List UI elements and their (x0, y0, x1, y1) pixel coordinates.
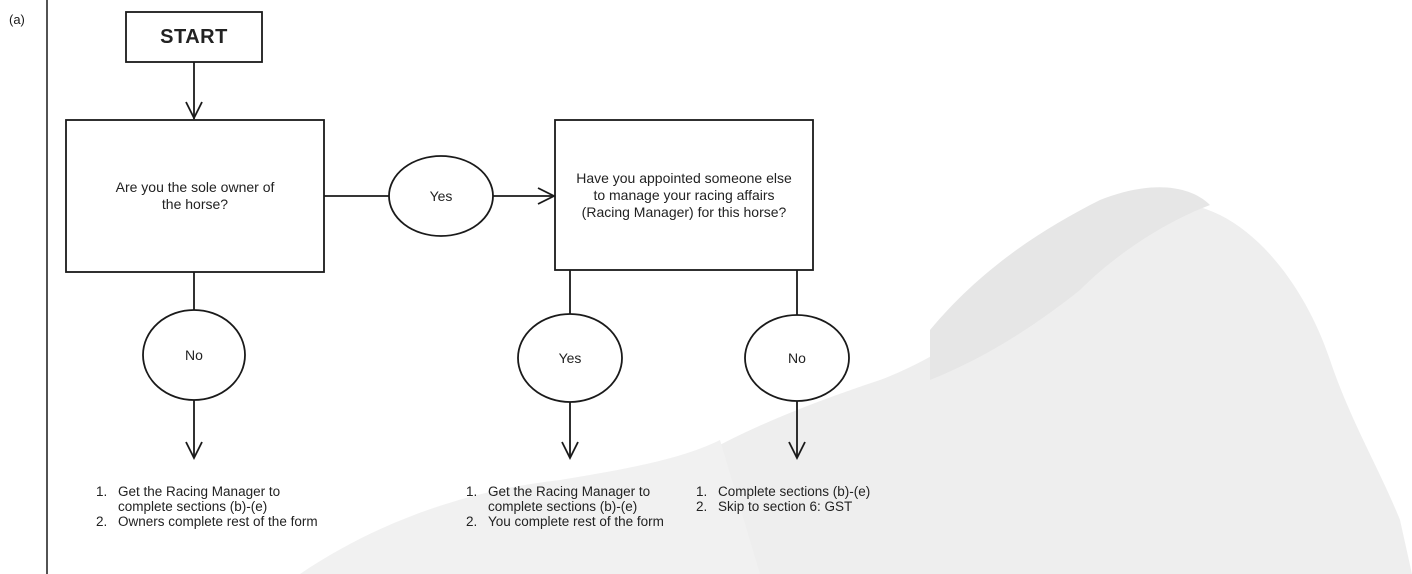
list-item-text: Skip to section 6: GST (718, 499, 853, 514)
question2-text: Have you appointed someone else to manag… (576, 169, 792, 220)
list-item-text: Get the Racing Manager to complete secti… (118, 484, 281, 514)
question1-text: Are you the sole owner of the horse? (115, 179, 275, 212)
arrowhead-icon (185, 101, 203, 121)
list-item: 2. You complete rest of the form (466, 514, 696, 529)
list-item: 1. Complete sections (b)-(e) (696, 484, 926, 499)
list-item-number: 2. (696, 499, 708, 514)
q2-yes-label: Yes (558, 350, 582, 366)
section-label: (a) (9, 12, 25, 27)
outcome-list-q2-yes: 1. Get the Racing Manager to complete se… (466, 484, 696, 529)
list-item-number: 2. (96, 514, 108, 529)
arrowhead-icon (788, 441, 806, 461)
list-item-text: Owners complete rest of the form (118, 514, 318, 529)
q1-yes-label: Yes (429, 188, 453, 204)
list-item: 2. Owners complete rest of the form (96, 514, 326, 529)
q2-no-label: No (788, 350, 806, 366)
start-box (125, 11, 263, 63)
outcome-list-q1-no: 1. Get the Racing Manager to complete se… (96, 484, 326, 529)
question2-box (554, 119, 814, 271)
list-item-number: 1. (466, 484, 478, 499)
horse-watermark-icon (300, 187, 1412, 574)
arrowhead-icon (537, 187, 557, 205)
list-item: 1. Get the Racing Manager to complete se… (96, 484, 326, 514)
list-item-number: 1. (696, 484, 708, 499)
list-item-text: You complete rest of the form (488, 514, 664, 529)
arrowhead-icon (561, 441, 579, 461)
q1-no-label: No (185, 347, 203, 363)
list-item: 2. Skip to section 6: GST (696, 499, 926, 514)
arrowhead-icon (185, 441, 203, 461)
list-item-text: Complete sections (b)-(e) (718, 484, 871, 499)
list-item-text: Get the Racing Manager to complete secti… (488, 484, 651, 514)
start-label: START (160, 25, 228, 48)
outcome-list-q2-no: 1. Complete sections (b)-(e) 2. Skip to … (696, 484, 926, 514)
list-item-number: 2. (466, 514, 478, 529)
list-item: 1. Get the Racing Manager to complete se… (466, 484, 696, 514)
list-item-number: 1. (96, 484, 108, 499)
